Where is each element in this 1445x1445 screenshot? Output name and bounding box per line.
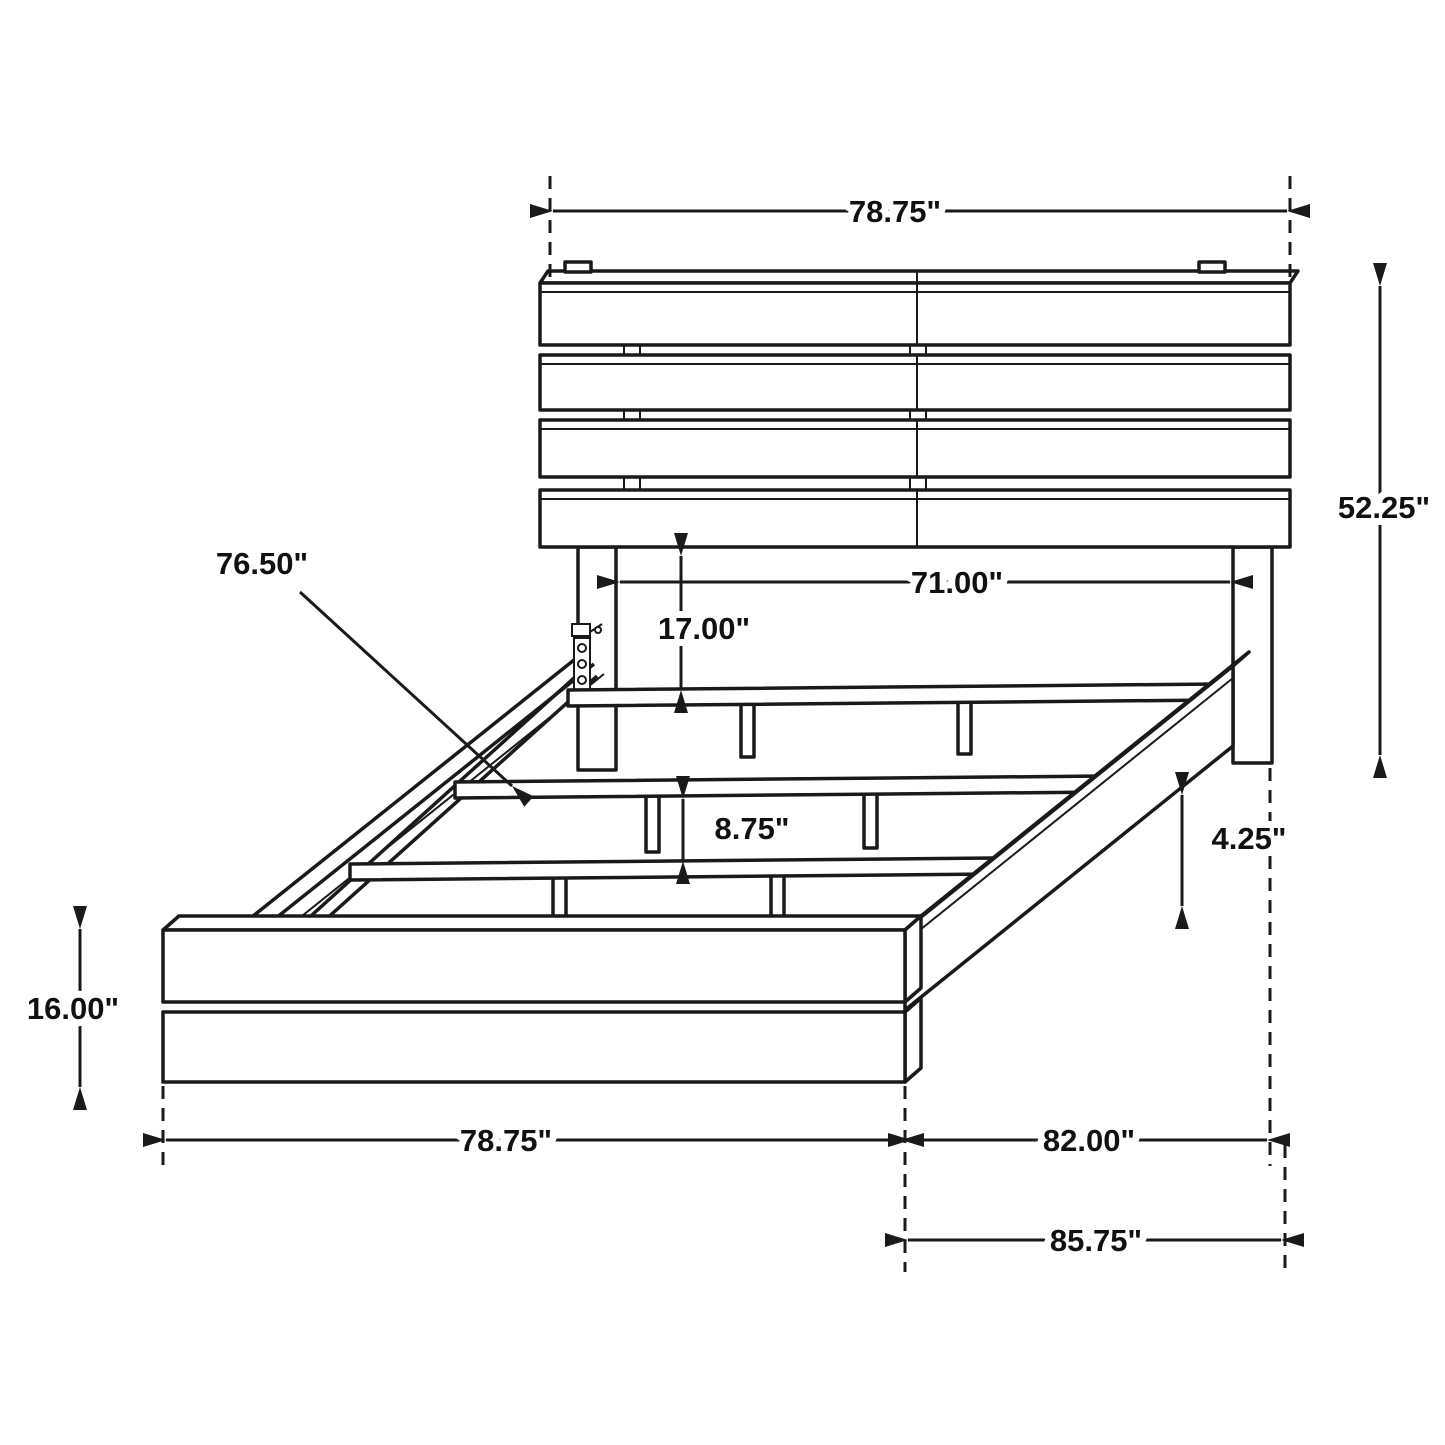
label-slat-foot-height: 8.75" xyxy=(714,811,789,846)
label-footboard-height: 16.00" xyxy=(27,991,119,1026)
label-side-rail-length: 82.00" xyxy=(1043,1123,1135,1158)
headboard-slat-1 xyxy=(538,281,1292,347)
slat-foot xyxy=(956,698,973,756)
mattress-slat-1 xyxy=(566,682,1220,708)
mattress-slat-2 xyxy=(453,774,1107,800)
footboard-board-lower xyxy=(161,1010,907,1084)
mattress-slat-3 xyxy=(348,856,994,882)
headboard-cleat-right xyxy=(1197,260,1227,274)
screw-icon xyxy=(577,659,587,669)
label-interior-width: 71.00" xyxy=(911,565,1003,600)
headboard-slats xyxy=(538,281,1292,549)
slat-foot xyxy=(862,790,879,850)
footboard-end-upper xyxy=(903,914,923,1004)
bed-drawing xyxy=(161,260,1300,1084)
label-overall-length: 85.75" xyxy=(1050,1223,1142,1258)
dimension-annotations: 78.75" 52.25" 76.50" 71.00" 17.00" 8.75"… xyxy=(20,176,1437,1272)
footboard-board-upper xyxy=(161,928,907,1004)
label-rail-clearance: 4.25" xyxy=(1211,821,1286,856)
headboard-top-face xyxy=(538,269,1300,285)
label-footboard-width: 78.75" xyxy=(460,1123,552,1158)
label-headboard-height: 52.25" xyxy=(1338,490,1430,525)
screw-icon xyxy=(594,626,602,634)
footboard xyxy=(161,914,923,1084)
headboard-cleat-left xyxy=(563,260,593,274)
slat-foot xyxy=(739,701,756,759)
label-headboard-width: 78.75" xyxy=(849,194,941,229)
headboard-right-leg xyxy=(1231,545,1274,765)
screw-icon xyxy=(577,675,587,685)
footboard-end-lower xyxy=(903,996,923,1084)
label-headboard-clearance: 17.00" xyxy=(658,611,750,646)
slat-foot xyxy=(644,794,661,854)
label-slat-length: 76.50" xyxy=(216,546,308,581)
rail-bracket xyxy=(571,623,603,695)
leader-arrow-slat-length xyxy=(298,590,534,807)
footboard-top-face xyxy=(161,914,923,932)
screw-icon xyxy=(577,643,587,653)
